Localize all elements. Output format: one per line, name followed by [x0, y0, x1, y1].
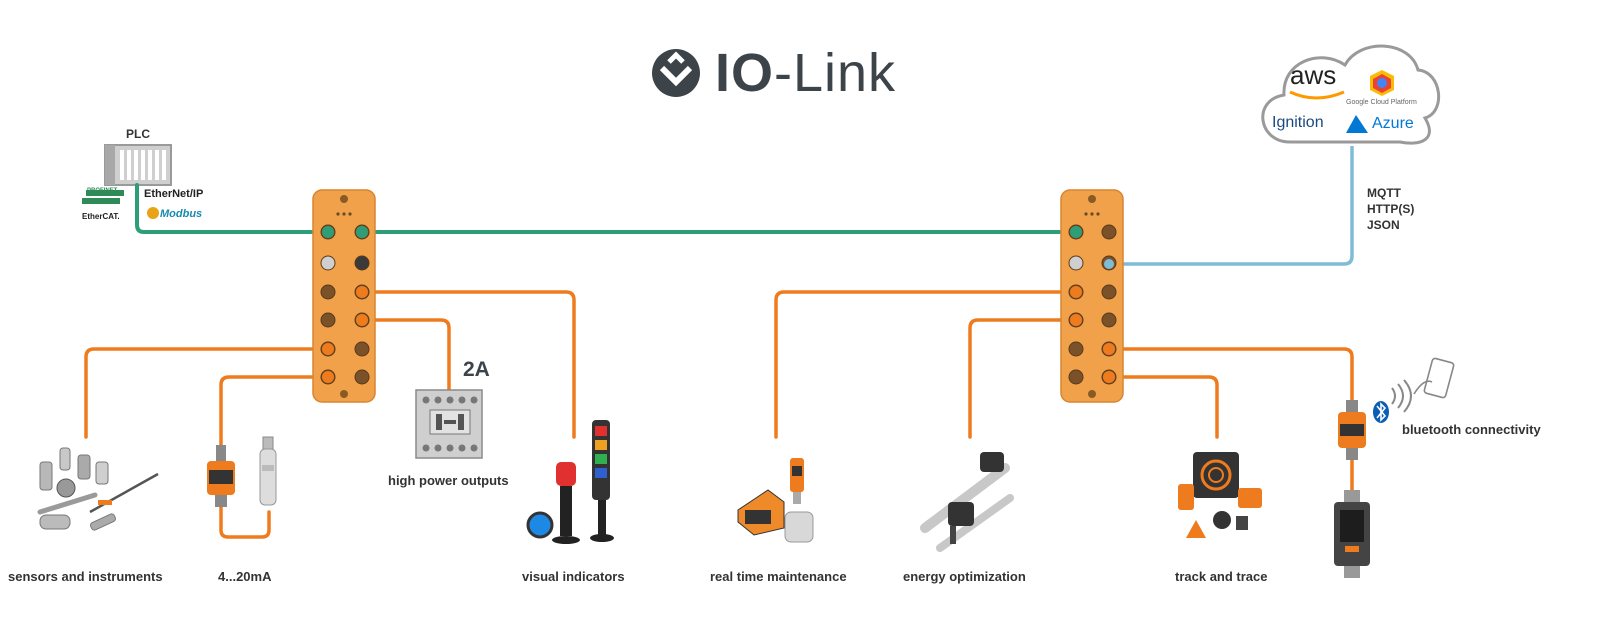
- amps-label: 2A: [463, 358, 490, 381]
- aws-label: aws: [1290, 60, 1337, 90]
- title-rest: -Link: [774, 43, 897, 103]
- ethernet-link: [135, 183, 1078, 234]
- google-cloud-icon: [1370, 70, 1394, 96]
- maintenance-label: real time maintenance: [710, 569, 847, 584]
- aws-smile-icon: [1289, 90, 1345, 100]
- mqtt-label: MQTT: [1367, 186, 1401, 200]
- azure-icon: [1346, 115, 1368, 133]
- iolink-master-right[interactable]: [1060, 189, 1124, 403]
- iolink-master-left[interactable]: [312, 189, 376, 403]
- plc-icon: [104, 144, 172, 186]
- high-power-outputs-label: high power outputs: [388, 473, 509, 488]
- air-flow-meter-icon: [920, 452, 1014, 552]
- profinet-logo-icon: [82, 190, 124, 204]
- signal-tower-icon: [526, 420, 614, 544]
- iolink-cables: [84, 290, 1354, 539]
- ethercat-label: EtherCAT.: [82, 212, 120, 221]
- contactor-relay-icon: [415, 389, 483, 459]
- visual-indicators-label: visual indicators: [522, 569, 625, 584]
- sensors-and-instruments-icon: [37, 447, 159, 531]
- bluetooth-label: bluetooth connectivity: [1402, 422, 1541, 437]
- bluetooth-adapter-icon: [1338, 400, 1366, 460]
- plc-label: PLC: [126, 127, 150, 141]
- title-bold: IO: [715, 43, 775, 103]
- analog-label: 4...20mA: [218, 569, 272, 584]
- wireless-signal-icon: [1391, 379, 1412, 413]
- cloud-link: [1109, 146, 1354, 266]
- rfid-icon: [1178, 452, 1262, 538]
- profinet-label: PROFINET: [87, 188, 118, 194]
- condition-monitoring-icon: [737, 458, 814, 543]
- analog-converter-icon: [207, 436, 277, 507]
- track-label: track and trace: [1175, 569, 1268, 584]
- http-label: HTTP(S): [1367, 202, 1415, 216]
- energy-label: energy optimization: [903, 569, 1026, 584]
- modbus-logo-icon: [147, 207, 159, 219]
- cloud-icon: [1261, 44, 1441, 145]
- iolink-logo-icon: [652, 49, 700, 97]
- ignition-label: Ignition: [1272, 114, 1324, 131]
- smartphone-icon: [1413, 357, 1455, 399]
- flow-meter-display-icon: [1334, 490, 1370, 578]
- json-label: JSON: [1367, 218, 1400, 232]
- azure-label: Azure: [1372, 115, 1414, 132]
- sensors-label: sensors and instruments: [8, 569, 163, 584]
- ethernet-ip-label: EtherNet/IP: [144, 188, 204, 200]
- modbus-label: Modbus: [160, 208, 203, 220]
- bluetooth-icon: [1373, 401, 1389, 423]
- page-title: IO-Link: [715, 42, 896, 104]
- google-cloud-label: Google Cloud Platform: [1346, 99, 1417, 106]
